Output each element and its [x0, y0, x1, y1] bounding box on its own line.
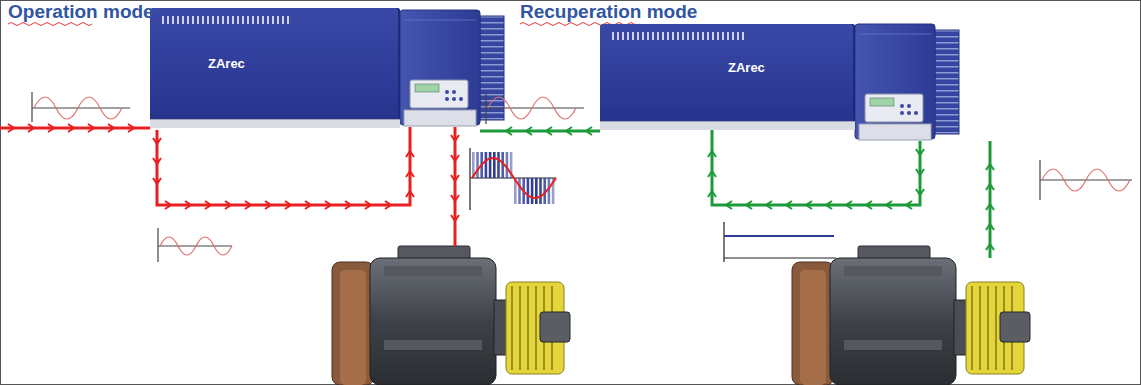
flow-arrowhead: [526, 127, 532, 135]
power-flow-line: [989, 141, 992, 258]
flow-arrowhead: [451, 195, 459, 201]
inverter-unit: [855, 24, 959, 140]
flow-arrowhead: [88, 124, 94, 132]
flow-arrowhead: [165, 201, 171, 209]
base-strip: [150, 119, 400, 128]
vent-grille: [162, 16, 290, 24]
device-name: ZArec: [208, 56, 245, 71]
flow-arrowhead: [451, 175, 459, 181]
sine-chart: [158, 228, 232, 262]
gearless-motor: [332, 246, 570, 385]
flow-arrowhead: [866, 201, 872, 209]
flow-arrowhead: [325, 201, 331, 209]
power-flow-line: [157, 127, 410, 205]
flow-arrowhead: [153, 158, 161, 164]
flow-arrowhead: [153, 178, 161, 184]
dc-chart: [724, 222, 836, 262]
flow-arrowhead: [986, 184, 994, 190]
power-flow-line: [712, 130, 920, 205]
flow-arrowhead: [345, 201, 351, 209]
flow-arrowhead: [205, 201, 211, 209]
flow-arrowhead: [153, 138, 161, 144]
flow-arrowhead: [906, 201, 912, 209]
sine-chart: [486, 92, 584, 124]
flow-arrowhead: [108, 124, 114, 132]
flow-arrowhead: [451, 135, 459, 141]
flow-arrowhead: [846, 201, 852, 209]
flow-arrowhead: [506, 127, 512, 135]
base-strip: [600, 121, 855, 130]
flow-arrowhead: [406, 171, 414, 177]
flow-arrowhead: [245, 201, 251, 209]
gearless-motor: [792, 246, 1030, 385]
flow-arrowhead: [185, 201, 191, 209]
panel-heading: Recuperation mode: [520, 1, 697, 23]
flow-arrowhead: [128, 124, 134, 132]
flow-arrowhead: [746, 201, 752, 209]
rectifier-unit: ZArec: [600, 24, 855, 130]
flow-arrowhead: [305, 201, 311, 209]
flow-arrowhead: [986, 224, 994, 230]
sine-chart: [1040, 160, 1132, 200]
spell-underline: [8, 23, 92, 26]
flow-arrowhead: [265, 201, 271, 209]
flow-arrowhead: [451, 215, 459, 221]
panel-heading: Operation mode: [8, 1, 154, 23]
flow-arrowhead: [451, 155, 459, 161]
flow-arrowhead: [726, 201, 732, 209]
flow-arrowhead: [916, 149, 924, 155]
flow-arrowhead: [68, 124, 74, 132]
flow-arrowhead: [546, 127, 552, 135]
flow-arrowhead: [48, 124, 54, 132]
power-flow-line: [480, 130, 600, 133]
flow-arrowhead: [365, 201, 371, 209]
flow-arrowhead: [986, 164, 994, 170]
flow-arrowhead: [806, 201, 812, 209]
rectifier-unit: ZArec: [150, 8, 400, 128]
flow-arrowhead: [406, 151, 414, 157]
flow-arrowhead: [406, 191, 414, 197]
flow-arrowhead: [28, 124, 34, 132]
vent-grille: [612, 32, 745, 40]
flow-arrowhead: [385, 201, 391, 209]
flow-arrowhead: [708, 171, 716, 177]
flow-arrowhead: [826, 201, 832, 209]
device-name: ZArec: [728, 60, 765, 75]
flow-arrowhead: [225, 201, 231, 209]
flow-arrowhead: [986, 204, 994, 210]
flow-arrowhead: [916, 189, 924, 195]
pwm-chart: [470, 148, 556, 210]
flow-arrowhead: [786, 201, 792, 209]
flow-arrowhead: [916, 169, 924, 175]
flow-arrowhead: [8, 124, 14, 132]
flow-arrowhead: [708, 151, 716, 157]
flow-arrowhead: [886, 201, 892, 209]
sine-chart: [32, 92, 130, 122]
flow-arrowhead: [586, 127, 592, 135]
flow-arrowhead: [566, 127, 572, 135]
flow-arrowhead: [986, 244, 994, 250]
power-flow-line: [454, 127, 457, 246]
flow-arrowhead: [285, 201, 291, 209]
flow-arrowhead: [766, 201, 772, 209]
flow-arrowhead: [708, 191, 716, 197]
